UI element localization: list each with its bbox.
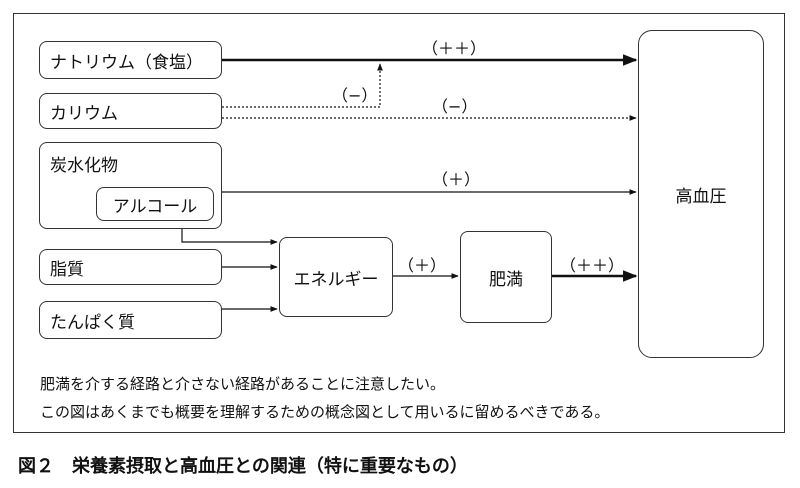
node-fat-label: 脂質 [50, 259, 84, 280]
node-energy: エネルギー [279, 237, 393, 317]
node-protein-label: たんぱく質 [50, 312, 135, 333]
node-sodium: ナトリウム（食塩） [39, 41, 222, 79]
node-energy-label: エネルギー [293, 269, 379, 290]
node-hypertension: 高血圧 [638, 30, 764, 358]
diagram-frame [13, 13, 785, 433]
node-sodium-label: ナトリウム（食塩） [50, 52, 203, 73]
node-obesity-label: 肥満 [489, 269, 523, 290]
edge-label-energy-obesity: （＋） [398, 256, 447, 275]
edge-label-alcohol-hypertension: （＋） [432, 170, 481, 189]
node-hypertension-label: 高血圧 [675, 186, 727, 207]
node-potassium: カリウム [39, 93, 222, 129]
edge-label-potassium-hypertension: （−） [432, 97, 478, 116]
edge-label-obesity-hypertension: （＋＋） [560, 256, 625, 275]
node-potassium-label: カリウム [50, 103, 118, 124]
figure-caption: 図２ 栄養素摂取と高血圧との関連（特に重要なもの） [18, 456, 468, 477]
node-alcohol-label: アルコール [112, 196, 198, 217]
node-alcohol: アルコール [96, 187, 214, 221]
node-protein: たんぱく質 [39, 301, 222, 339]
edge-potassium-sodium-edge [222, 63, 383, 108]
note-line-1: 肥満を介する経路と介さない経路があることに注意したい。 [40, 375, 446, 393]
node-carbohydrate-label: 炭水化物 [50, 156, 118, 176]
note-line-2: この図はあくまでも概要を理解するための概念図として用いるに留めるべきである。 [40, 403, 610, 421]
node-obesity: 肥満 [460, 231, 552, 323]
node-fat: 脂質 [39, 249, 222, 285]
edge-label-potassium-sodium-edge: （−） [332, 86, 378, 105]
edge-label-sodium-hypertension: （＋＋） [422, 39, 487, 58]
edge-carbohydrate-energy [181, 229, 278, 245]
